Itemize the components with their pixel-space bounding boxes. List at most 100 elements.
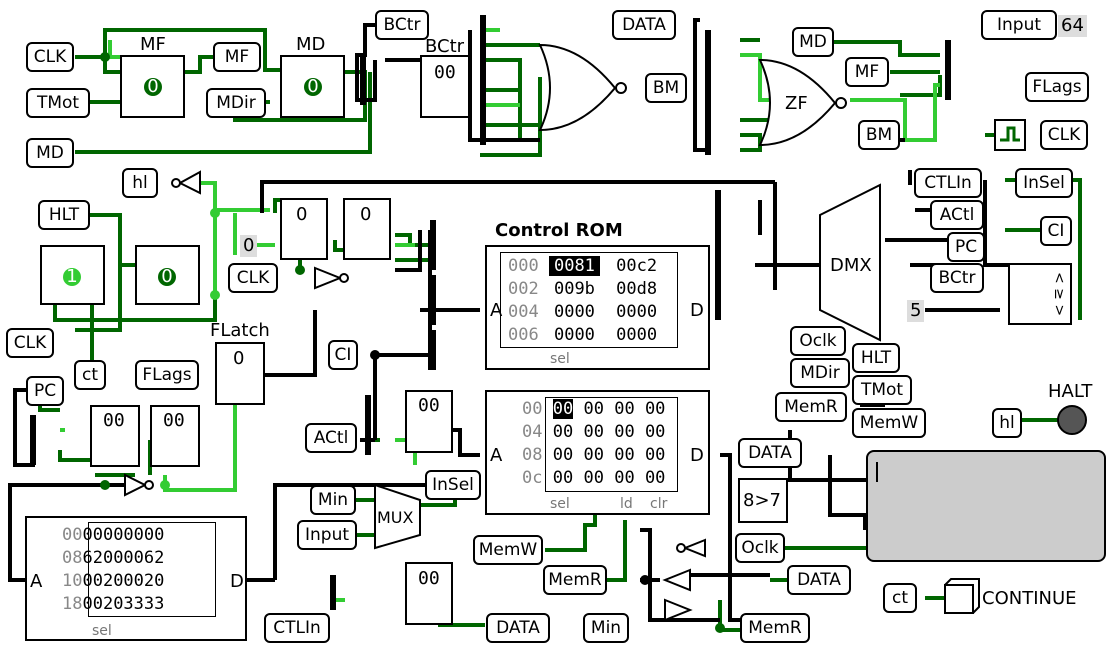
register-out: [405, 562, 453, 625]
ram-clr-label: clr: [650, 496, 668, 512]
clock-source-icon[interactable]: [994, 119, 1026, 151]
register-mf-label: MF: [140, 34, 166, 55]
clk-input-top[interactable]: CLK: [26, 42, 74, 72]
program-rom-addr-label: A: [30, 571, 43, 592]
ff-register-2: [343, 198, 391, 260]
prog-row: 1000200020: [62, 571, 165, 591]
tmot-input[interactable]: TMot: [26, 88, 90, 118]
ci-input-right[interactable]: CI: [1040, 216, 1072, 246]
tmot-output-right: TMot: [852, 375, 912, 405]
ctlin-output-right: CTLIn: [914, 168, 982, 198]
data-input-right[interactable]: DATA: [738, 438, 802, 468]
program-rom-grid: [88, 522, 216, 617]
not-gates: [124, 170, 706, 622]
comparator-ge-symbol: < ≥ >: [1051, 272, 1067, 317]
flags-input[interactable]: FLags: [135, 360, 199, 390]
demux-dmx: [819, 183, 881, 342]
bctr-output-right: BCtr: [930, 263, 984, 293]
comparator-8-7: [738, 478, 788, 523]
ff-register-1: [280, 198, 328, 260]
register-pc-1-value: 00: [103, 410, 125, 431]
prog-row: 0862000062: [62, 548, 165, 568]
program-rom-rows: 0000000000 0862000062 1000200020 1800203…: [62, 524, 164, 616]
hl-input-right[interactable]: hl: [992, 408, 1022, 438]
ff-register-2-value: 0: [360, 204, 372, 225]
min-input-bottom[interactable]: Min: [583, 613, 629, 643]
control-rom-title: Control ROM: [495, 220, 623, 241]
register-out-value: 00: [418, 568, 440, 589]
nor-gate-zf: [758, 58, 837, 147]
bctr-input[interactable]: BCtr: [375, 10, 429, 40]
register-bctr: [420, 55, 470, 118]
data-input-top[interactable]: DATA: [612, 10, 676, 40]
mdir-input[interactable]: MDir: [206, 88, 266, 118]
junctions: [100, 52, 725, 633]
memw-input-bottom[interactable]: MemW: [473, 535, 543, 565]
register-flatch: [215, 342, 265, 405]
const-zero: 0: [240, 235, 258, 257]
mf-input-right[interactable]: MF: [845, 57, 889, 87]
program-rom-data-label: D: [230, 571, 244, 592]
register-md-label: MD: [296, 34, 326, 55]
control-rom-data-label: D: [690, 300, 704, 321]
pc-input-left[interactable]: PC: [26, 376, 64, 406]
jk-flipflop-1-value: 1: [63, 268, 81, 286]
hlt-input[interactable]: HLT: [38, 200, 90, 230]
oclk-output-right: Oclk: [790, 326, 846, 356]
register-flatch-value: 0: [233, 348, 245, 369]
md-input-right[interactable]: MD: [792, 27, 834, 57]
register-flatch-label: FLatch: [210, 320, 270, 341]
dmx-label: DMX: [830, 255, 872, 276]
rom-row: 006 0000 0000: [508, 325, 658, 345]
halt-label: HALT: [1048, 381, 1093, 402]
clk-input-left[interactable]: CLK: [6, 328, 54, 358]
ram-row: 04 00 00 00 00: [522, 422, 666, 442]
input-input-left[interactable]: Input: [297, 520, 357, 550]
ram-data-label: D: [690, 445, 704, 466]
register-pc-2: [150, 405, 200, 467]
register-a-value: 00: [418, 395, 440, 416]
ram-ld-label: ld: [620, 496, 633, 512]
ctlin-output-bottom: CTLIn: [264, 613, 330, 643]
bm-input-right[interactable]: BM: [858, 120, 900, 150]
control-rom-rows: 000 0081 00c2 002 009b 00d8 004 0000 000…: [508, 255, 657, 347]
hl-output: hl: [122, 168, 158, 198]
ff-register-1-value: 0: [296, 204, 308, 225]
ci-input-mid[interactable]: CI: [328, 340, 358, 370]
comparator-ge: [1008, 263, 1072, 325]
terminal-display: [866, 450, 1106, 562]
control-rom-addr-label: A: [490, 300, 503, 321]
clk-input-mid[interactable]: CLK: [228, 263, 278, 293]
insel-input-right[interactable]: InSel: [1015, 168, 1073, 198]
jk-flipflop-2-value: 0: [158, 268, 176, 286]
memw-output-right: MemW: [852, 408, 926, 438]
zf-label: ZF: [785, 93, 808, 114]
memr-input-bottom[interactable]: MemR: [543, 565, 607, 595]
ram-row: 00 00 00 00 00: [522, 399, 666, 419]
input-output-top: Input: [981, 10, 1057, 40]
continue-button[interactable]: [944, 584, 974, 614]
register-pc-1: [90, 405, 140, 467]
flags-output: FLags: [1025, 72, 1089, 102]
actl-input-left[interactable]: ACtl: [305, 423, 357, 453]
memr-output-right: MemR: [775, 392, 847, 422]
min-input-left[interactable]: Min: [310, 485, 356, 515]
data-output-bottom2: DATA: [787, 565, 851, 595]
register-bctr-label: BCtr: [425, 36, 465, 57]
actl-output-right: ACtl: [930, 200, 984, 230]
ct-input-right[interactable]: ct: [883, 583, 917, 613]
register-a: [405, 390, 453, 453]
md-input-top[interactable]: MD: [26, 138, 74, 168]
memr-input-bottom2[interactable]: MemR: [740, 613, 810, 643]
mf-output: MF: [213, 42, 261, 72]
insel-input-mid[interactable]: InSel: [425, 470, 481, 500]
program-rom-sel-label: sel: [92, 623, 112, 639]
ram-row: 08 00 00 00 00: [522, 445, 666, 465]
rom-row: 002 009b 00d8: [508, 279, 658, 299]
input-value: 64: [1058, 15, 1087, 37]
hlt-output-right: HLT: [852, 343, 900, 373]
oclk-input-bottom[interactable]: Oclk: [735, 533, 785, 563]
ram-rows: 00 00 00 00 00 04 00 00 00 00 08 00 00 0…: [522, 398, 665, 490]
control-rom-sel-label: sel: [550, 351, 570, 367]
